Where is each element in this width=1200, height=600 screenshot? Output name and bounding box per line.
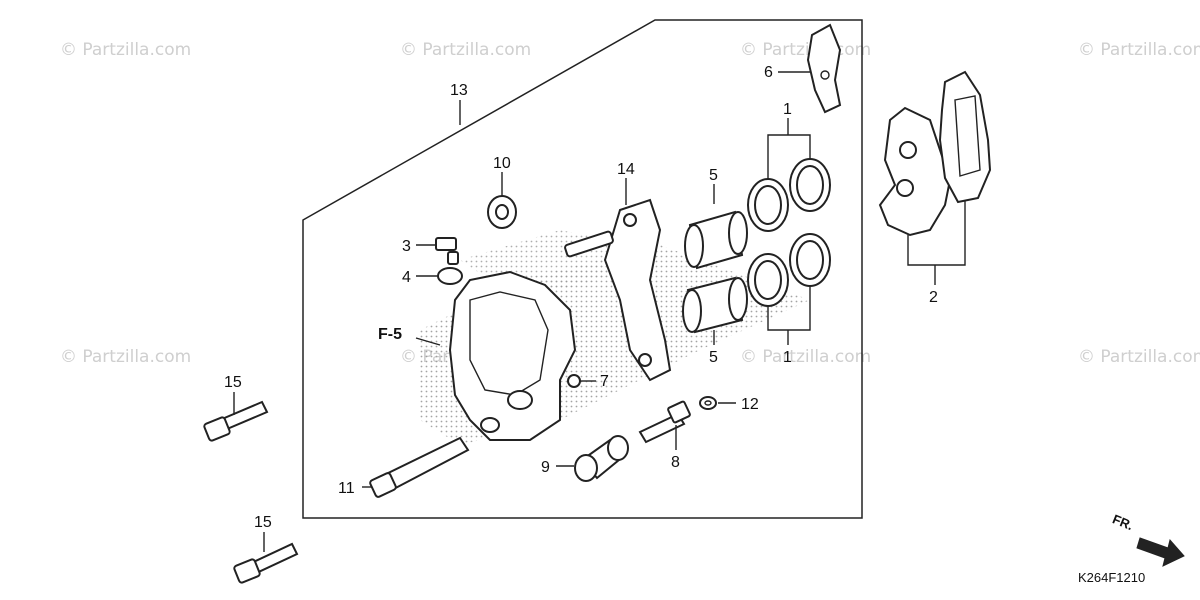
watermark: © Partzilla.com [1078, 40, 1200, 60]
flange-bolt [638, 400, 691, 444]
callout-11: 11 [338, 480, 355, 497]
front-arrow-icon [1136, 537, 1185, 567]
mounting-bolt-bottom [233, 542, 299, 584]
callout-8: 8 [671, 454, 680, 471]
mounting-bolt-top [203, 400, 269, 442]
callout-1-bottom: 1 [783, 349, 792, 366]
front-direction-marker: FR. [1110, 511, 1185, 567]
reference-marker: F-5 [378, 326, 402, 343]
watermark: © Partzilla.com [740, 347, 871, 367]
callout-6: 6 [764, 64, 773, 81]
caliper-bracket [564, 198, 672, 382]
callout-12: 12 [741, 396, 759, 413]
rubber-boot [487, 195, 517, 229]
watermark: © Partzilla.com [1078, 347, 1200, 367]
watermark: © Partzilla.com [60, 40, 191, 60]
pin-bolt [369, 436, 470, 498]
callout-labels: 13 10 14 5 5 1 1 6 2 3 4 7 12 8 9 11 15 … [224, 64, 938, 531]
callout-1-top: 1 [783, 101, 792, 118]
callout-4: 4 [402, 269, 411, 286]
bleeder-cap [437, 267, 463, 285]
slide-pin [574, 435, 629, 482]
piston-bottom [682, 276, 748, 334]
caliper-body [448, 270, 577, 441]
diagram-reference-code: K264F1210 [1078, 570, 1145, 585]
front-label: FR. [1110, 511, 1135, 533]
piston-seals [747, 158, 831, 307]
callout-7: 7 [600, 373, 609, 390]
callout-14: 14 [617, 161, 635, 178]
brake-pad-set [878, 70, 992, 237]
watermark: © Partzilla.com [60, 347, 191, 367]
callout-2: 2 [929, 289, 938, 306]
bleeder-screw [435, 237, 459, 265]
callout-10: 10 [493, 155, 511, 172]
leader-lines [233, 71, 966, 552]
callout-3: 3 [402, 238, 411, 255]
small-boot [567, 374, 581, 388]
watermark: © Partzilla.com [740, 40, 871, 60]
callout-13: 13 [450, 82, 468, 99]
washer [699, 396, 717, 410]
callout-9: 9 [541, 459, 550, 476]
callout-15-top: 15 [224, 374, 242, 391]
callout-5-bottom: 5 [709, 349, 718, 366]
callout-15-bottom: 15 [254, 514, 272, 531]
assembly-outline [302, 19, 863, 519]
callout-5-top: 5 [709, 167, 718, 184]
watermark: © Partzilla.com [400, 40, 531, 60]
piston-top [684, 210, 748, 270]
pad-spring [806, 23, 842, 114]
